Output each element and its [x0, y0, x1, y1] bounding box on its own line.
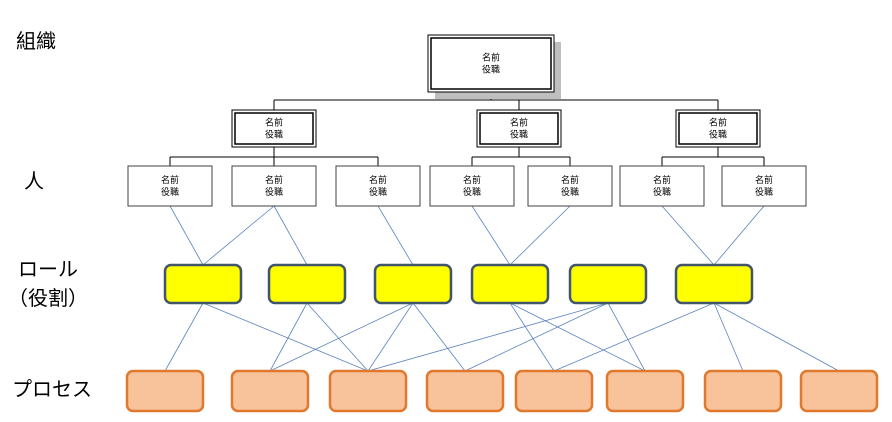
person-role-link: [509, 205, 571, 266]
person-name-text: 名前: [161, 174, 179, 186]
person-role-link: [713, 205, 765, 266]
org-root-outer-border: [427, 34, 555, 93]
role-box: [163, 263, 243, 305]
manager-title-text: 役職: [709, 129, 727, 141]
person-title-text: 役職: [463, 186, 481, 198]
person-name-text: 名前: [653, 174, 671, 186]
role-box: [674, 263, 754, 305]
person-name-text: 名前: [561, 174, 579, 186]
role-process-link: [412, 302, 466, 372]
person-box-border: [721, 165, 807, 207]
role-process-link: [269, 302, 414, 372]
process-box: [230, 369, 310, 413]
connector-lines: [164, 205, 840, 372]
person-box-border: [429, 165, 515, 207]
role-box: [568, 263, 648, 305]
person-box-border: [335, 165, 421, 207]
role-box: [267, 263, 347, 305]
process-box: [514, 369, 594, 413]
role-process-link: [509, 302, 646, 372]
person-title-text: 役職: [265, 186, 283, 198]
manager-name-text: 名前: [265, 117, 283, 129]
person-title-text: 役職: [161, 186, 179, 198]
role-process-link: [713, 302, 744, 372]
person-box-border: [127, 165, 213, 207]
role-process-link: [269, 302, 308, 372]
role-box: [470, 263, 550, 305]
manager-inner-border: [234, 112, 314, 145]
manager-title-text: 役職: [265, 129, 283, 141]
manager-inner-border: [479, 112, 559, 145]
person-title-text: 役職: [369, 186, 387, 198]
manager-inner-border: [678, 112, 758, 145]
process-box: [328, 369, 408, 413]
role-process-link: [367, 302, 609, 372]
person-box-border: [619, 165, 705, 207]
person-name-text: 名前: [265, 174, 283, 186]
role-process-link: [164, 302, 204, 372]
role-process-link: [713, 302, 840, 372]
process-box: [799, 369, 879, 413]
person-name-text: 名前: [369, 174, 387, 186]
role-process-link: [464, 302, 609, 372]
person-role-link: [202, 205, 275, 266]
org-root-inner-border: [430, 37, 552, 90]
person-role-link: [273, 205, 308, 266]
person-title-text: 役職: [755, 186, 773, 198]
role-process-link: [306, 302, 369, 372]
person-role-link: [661, 205, 715, 266]
org-root-name-text: 名前: [482, 52, 500, 64]
label-role: ロール: [18, 257, 78, 281]
manager-title-text: 役職: [510, 129, 528, 141]
role-process-link: [553, 302, 715, 372]
label-organization: 組織: [16, 29, 56, 53]
role-process-link: [202, 302, 369, 372]
manager-outer-border: [231, 109, 317, 148]
person-role-link: [377, 205, 414, 266]
person-box-border: [231, 165, 317, 207]
diagram-nodes: 名前役職名前役職名前役職名前役職名前役職名前役職名前役職名前役職名前役職名前役職…: [125, 34, 879, 413]
role-process-link: [367, 302, 414, 372]
manager-outer-border: [476, 109, 562, 148]
person-title-text: 役職: [653, 186, 671, 198]
process-box: [703, 369, 783, 413]
process-box: [605, 369, 685, 413]
role-process-link: [607, 302, 646, 372]
org-tree-lines: [169, 92, 765, 166]
label-person: 人: [24, 169, 44, 193]
label-process: プロセス: [12, 377, 92, 401]
person-name-text: 名前: [755, 174, 773, 186]
role-box: [373, 263, 453, 305]
person-role-link: [471, 205, 511, 266]
process-box: [425, 369, 505, 413]
process-box: [125, 369, 205, 413]
person-title-text: 役職: [561, 186, 579, 198]
org-root-title-text: 役職: [482, 64, 500, 76]
person-role-link: [169, 205, 204, 266]
person-name-text: 名前: [463, 174, 481, 186]
role-process-link: [509, 302, 555, 372]
manager-name-text: 名前: [709, 117, 727, 129]
manager-outer-border: [675, 109, 761, 148]
person-box-border: [527, 165, 613, 207]
label-role-parenthetical: （役割）: [8, 286, 88, 310]
manager-name-text: 名前: [510, 117, 528, 129]
